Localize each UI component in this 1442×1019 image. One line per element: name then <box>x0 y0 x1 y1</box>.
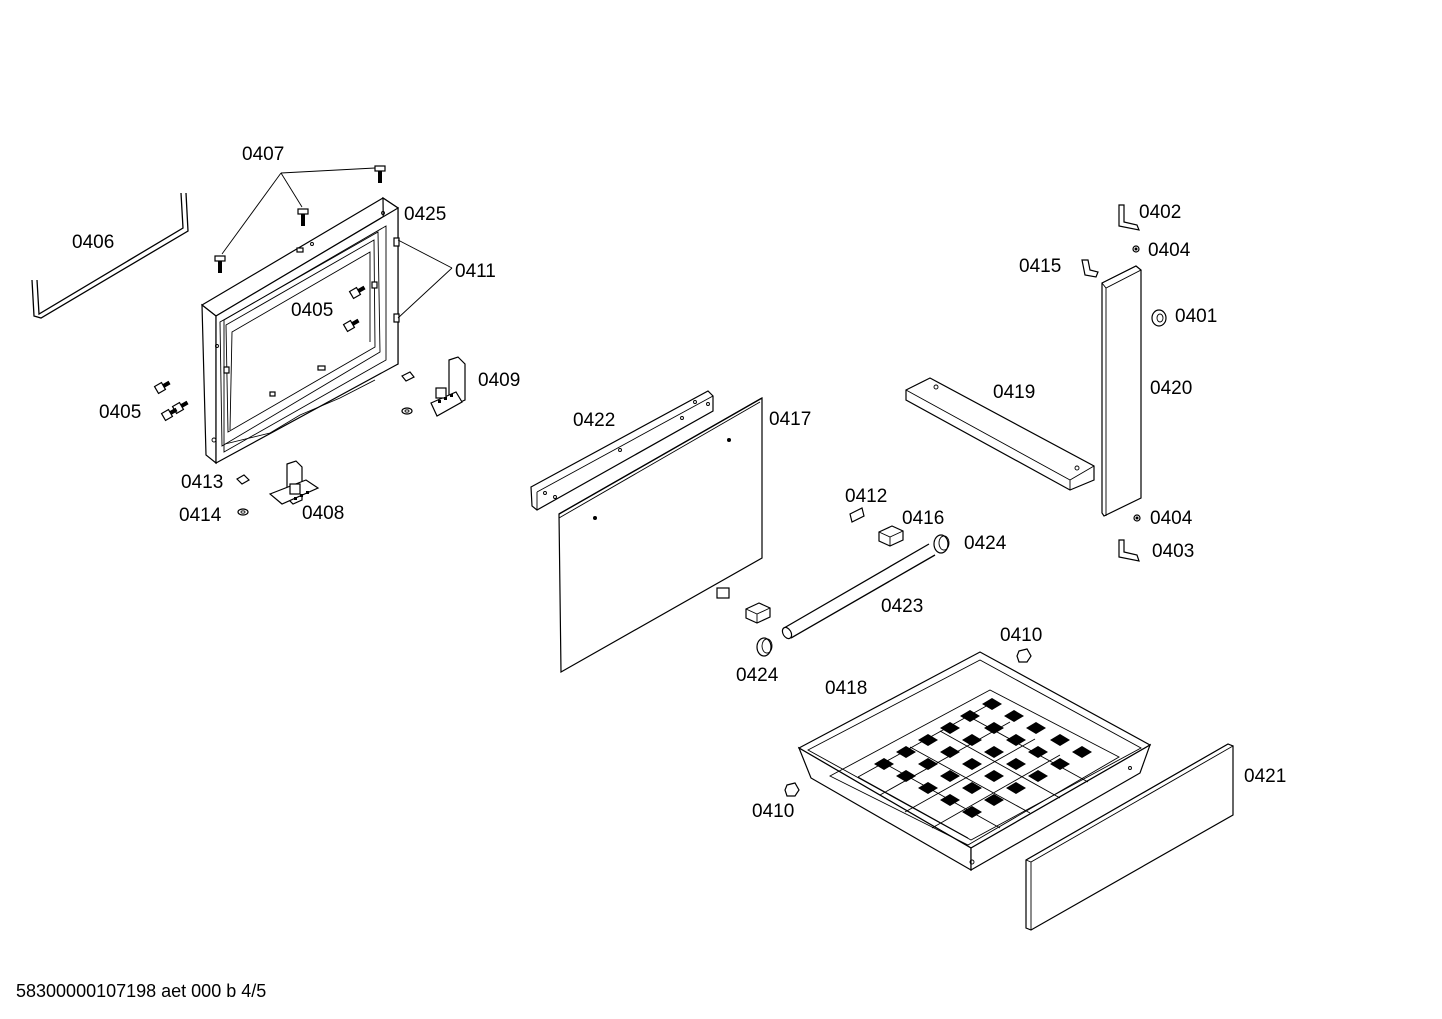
part-0407-screws <box>214 165 386 273</box>
label-0425: 0425 <box>404 204 446 225</box>
label-0423: 0423 <box>881 596 923 617</box>
label-0419: 0419 <box>993 382 1035 403</box>
part-0416-block <box>745 525 904 624</box>
label-0402: 0402 <box>1139 202 1181 223</box>
label-0407: 0407 <box>242 144 284 165</box>
part-0422-rail <box>530 390 714 511</box>
label-0424-right: 0424 <box>964 533 1007 554</box>
label-0401: 0401 <box>1175 306 1217 327</box>
part-0404-nuts <box>1132 245 1141 522</box>
tray-grid <box>857 698 1092 839</box>
label-0408: 0408 <box>302 503 344 524</box>
part-0412-clip <box>849 507 865 523</box>
part-0425-door-frame <box>200 196 400 465</box>
part-0421-front-panel <box>1025 743 1235 931</box>
label-0424-left: 0424 <box>736 665 779 686</box>
label-0405-upper: 0405 <box>291 300 333 321</box>
part-labels: 0407 0425 0406 0411 0405 0409 0405 0413 … <box>72 144 1286 822</box>
part-0402-bracket <box>1118 204 1140 231</box>
label-0410-upper: 0410 <box>1000 625 1042 646</box>
part-0424-caps <box>756 534 950 657</box>
label-0412: 0412 <box>845 486 887 507</box>
part-0401-grommet <box>1151 309 1167 327</box>
label-0404-upper: 0404 <box>1148 240 1191 261</box>
part-0419-bracket <box>905 377 1095 491</box>
label-0411: 0411 <box>455 261 496 282</box>
part-0406-handle <box>31 192 189 319</box>
label-0406: 0406 <box>72 232 114 253</box>
leader-0411 <box>397 239 453 319</box>
label-0418: 0418 <box>825 678 867 699</box>
label-0404-lower: 0404 <box>1150 508 1193 529</box>
part-0423-tube <box>781 543 936 640</box>
part-0408-hinge <box>236 460 320 516</box>
label-0403: 0403 <box>1152 541 1194 562</box>
part-0405-screws <box>153 285 366 422</box>
part-0403-bracket <box>1118 539 1140 562</box>
label-0421: 0421 <box>1244 766 1286 787</box>
label-0405-lower: 0405 <box>99 402 141 423</box>
part-0417-glass-panel <box>558 396 763 674</box>
label-0422: 0422 <box>573 410 615 431</box>
label-0409: 0409 <box>478 370 520 391</box>
drawing-reference-footer: 58300000107198 aet 000 b 4/5 <box>16 981 266 1001</box>
label-0420: 0420 <box>1150 378 1192 399</box>
part-0418-drawer-tray <box>797 651 1152 872</box>
part-0415-clip <box>1081 259 1099 278</box>
part-0410-nuts <box>784 648 1032 797</box>
label-0413: 0413 <box>181 472 223 493</box>
label-0417: 0417 <box>769 409 811 430</box>
label-0414: 0414 <box>179 505 222 526</box>
part-0420-side-panel <box>1101 265 1142 517</box>
label-0416: 0416 <box>902 508 944 529</box>
label-0410-lower: 0410 <box>752 801 794 822</box>
label-0415: 0415 <box>1019 256 1061 277</box>
part-0409-hinge <box>401 356 466 417</box>
